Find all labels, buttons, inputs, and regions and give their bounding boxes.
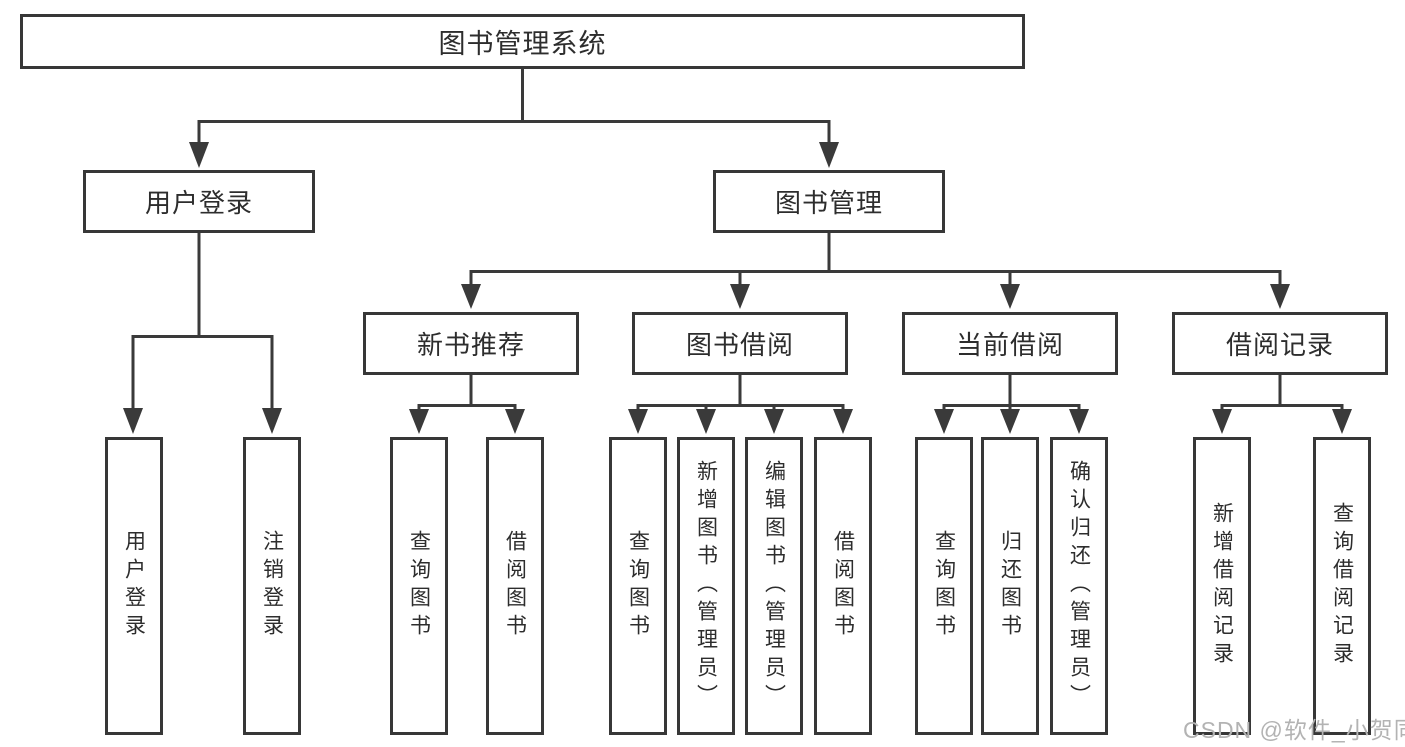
connector-current-borrow xyxy=(934,375,1089,434)
connector-new-book xyxy=(409,375,525,434)
arrow-down-icon xyxy=(730,284,750,309)
arrow-down-icon xyxy=(833,409,853,434)
node-label: 新增图书（管理员） xyxy=(694,460,718,712)
node-label: 新增借阅记录 xyxy=(1210,502,1234,670)
node-label: 查询借阅记录 xyxy=(1330,502,1354,670)
arrow-down-icon xyxy=(409,409,429,434)
arrow-down-icon xyxy=(934,409,954,434)
leaf-edit-book-admin: 编辑图书（管理员） xyxy=(745,437,803,735)
node-label: 新书推荐 xyxy=(416,330,525,360)
connector-root xyxy=(189,69,839,168)
node-label: 图书管理 xyxy=(774,188,883,218)
leaf-confirm-return-admin: 确认归还（管理员） xyxy=(1050,437,1108,735)
arrow-down-icon xyxy=(461,284,481,309)
leaf-add-book-admin: 新增图书（管理员） xyxy=(677,437,735,735)
node-book-borrow: 图书借阅 xyxy=(632,312,848,375)
arrow-down-icon xyxy=(189,142,209,168)
node-label: 借阅记录 xyxy=(1225,330,1334,360)
node-label: 查询图书 xyxy=(407,530,431,642)
connector-borrow-record xyxy=(1212,375,1352,434)
arrow-down-icon xyxy=(764,409,784,434)
node-label: 注销登录 xyxy=(260,530,284,642)
leaf-add-borrow-record: 新增借阅记录 xyxy=(1193,437,1251,735)
arrow-down-icon xyxy=(696,409,716,434)
node-book-management: 图书管理 xyxy=(713,170,945,233)
node-label: 归还图书 xyxy=(998,530,1022,642)
node-label: 借阅图书 xyxy=(503,530,527,642)
leaf-query-book-1: 查询图书 xyxy=(390,437,448,735)
node-library-system: 图书管理系统 xyxy=(20,14,1025,69)
node-label: 图书管理系统 xyxy=(438,29,607,59)
arrow-down-icon xyxy=(1212,409,1232,434)
arrow-down-icon xyxy=(1270,284,1290,309)
node-label: 借阅图书 xyxy=(831,530,855,642)
csdn-watermark: CSDN @软件_小贺同学 xyxy=(1183,717,1405,743)
leaf-logout: 注销登录 xyxy=(243,437,301,735)
leaf-user-login: 用户登录 xyxy=(105,437,163,735)
connector-user-login xyxy=(123,233,282,434)
arrow-down-icon xyxy=(819,142,839,168)
arrow-down-icon xyxy=(262,408,282,434)
node-current-borrow: 当前借阅 xyxy=(902,312,1118,375)
connector-book-management xyxy=(461,233,1290,309)
node-label: 编辑图书（管理员） xyxy=(762,460,786,712)
leaf-borrow-book-1: 借阅图书 xyxy=(486,437,544,735)
node-label: 用户登录 xyxy=(144,188,253,218)
arrow-down-icon xyxy=(628,409,648,434)
arrow-down-icon xyxy=(123,408,143,434)
arrow-down-icon xyxy=(1000,284,1020,309)
leaf-query-book-3: 查询图书 xyxy=(915,437,973,735)
node-label: 查询图书 xyxy=(626,530,650,642)
leaf-query-borrow-record: 查询借阅记录 xyxy=(1313,437,1371,735)
node-label: 查询图书 xyxy=(932,530,956,642)
node-new-book-recommend: 新书推荐 xyxy=(363,312,579,375)
node-label: 图书借阅 xyxy=(685,330,794,360)
arrow-down-icon xyxy=(1069,409,1089,434)
arrow-down-icon xyxy=(1000,409,1020,434)
arrow-down-icon xyxy=(505,409,525,434)
node-borrow-record: 借阅记录 xyxy=(1172,312,1388,375)
node-user-login: 用户登录 xyxy=(83,170,315,233)
leaf-query-book-2: 查询图书 xyxy=(609,437,667,735)
connector-book-borrow xyxy=(628,375,853,434)
leaf-borrow-book-2: 借阅图书 xyxy=(814,437,872,735)
leaf-return-book: 归还图书 xyxy=(981,437,1039,735)
node-label: 当前借阅 xyxy=(955,330,1064,360)
node-label: 用户登录 xyxy=(122,530,146,642)
arrow-down-icon xyxy=(1332,409,1352,434)
node-label: 确认归还（管理员） xyxy=(1067,460,1091,712)
